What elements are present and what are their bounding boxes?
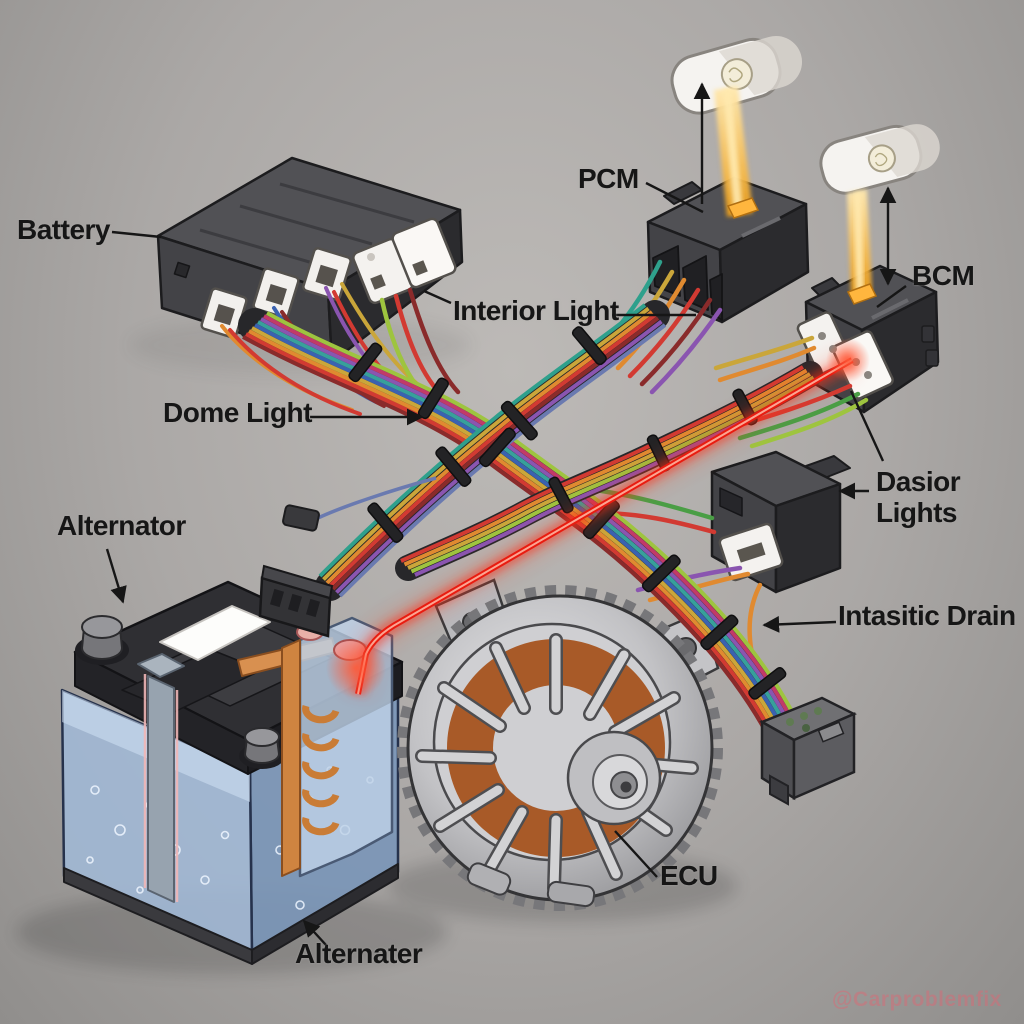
dome-light-fixture-2 xyxy=(819,124,940,195)
leader-lines xyxy=(105,82,907,946)
bulb-icon xyxy=(867,144,896,173)
label-ecu: ECU xyxy=(660,860,718,891)
label-alternater: Alternater xyxy=(295,938,423,969)
pcm-module xyxy=(646,176,810,324)
body-control-relay-module xyxy=(710,450,851,594)
harness-connector-bottom-right xyxy=(759,696,857,806)
harness-connector-left xyxy=(258,564,334,638)
label-battery: Battery xyxy=(17,214,110,245)
branch-wire-plug xyxy=(282,476,437,532)
label-alternator: Alternator xyxy=(57,510,186,541)
ecu-leader xyxy=(614,830,658,878)
label-dasior-lights: Dasior Lights xyxy=(876,466,961,529)
battery-leader xyxy=(111,230,162,239)
glowing-parasitic-draw-wire xyxy=(326,338,870,698)
light-beam-2 xyxy=(846,189,878,305)
module-connector-block xyxy=(302,247,352,301)
battery-terminal-post xyxy=(239,727,285,769)
pcm-connector-sockets xyxy=(652,245,723,321)
label-intasitic-drain: Intasitic Drain xyxy=(838,600,1016,631)
battery-label-sticker xyxy=(159,605,271,661)
interior-light-leader-left xyxy=(423,289,452,305)
bulb-icon xyxy=(720,58,753,91)
alternator-unit xyxy=(397,578,723,911)
car-battery xyxy=(60,580,404,965)
bcm-leader xyxy=(876,285,907,308)
dasior-leader-diagonal xyxy=(849,390,885,462)
interior-light-connector xyxy=(352,217,457,305)
battery-terminal-post xyxy=(75,615,129,665)
alternater-leader xyxy=(302,919,327,946)
label-dome-light: Dome Light xyxy=(163,397,313,428)
battery-strap xyxy=(137,653,185,903)
label-pcm: PCM xyxy=(578,163,639,194)
light-beam-1 xyxy=(714,86,760,219)
intasitic-leader xyxy=(762,615,837,633)
label-bcm: BCM xyxy=(912,260,975,291)
watermark: @Carproblemfix xyxy=(832,988,1002,1011)
alternator-leader xyxy=(105,548,127,604)
label-interior-light: Interior Light xyxy=(453,295,619,326)
pcm-leader xyxy=(645,181,704,214)
